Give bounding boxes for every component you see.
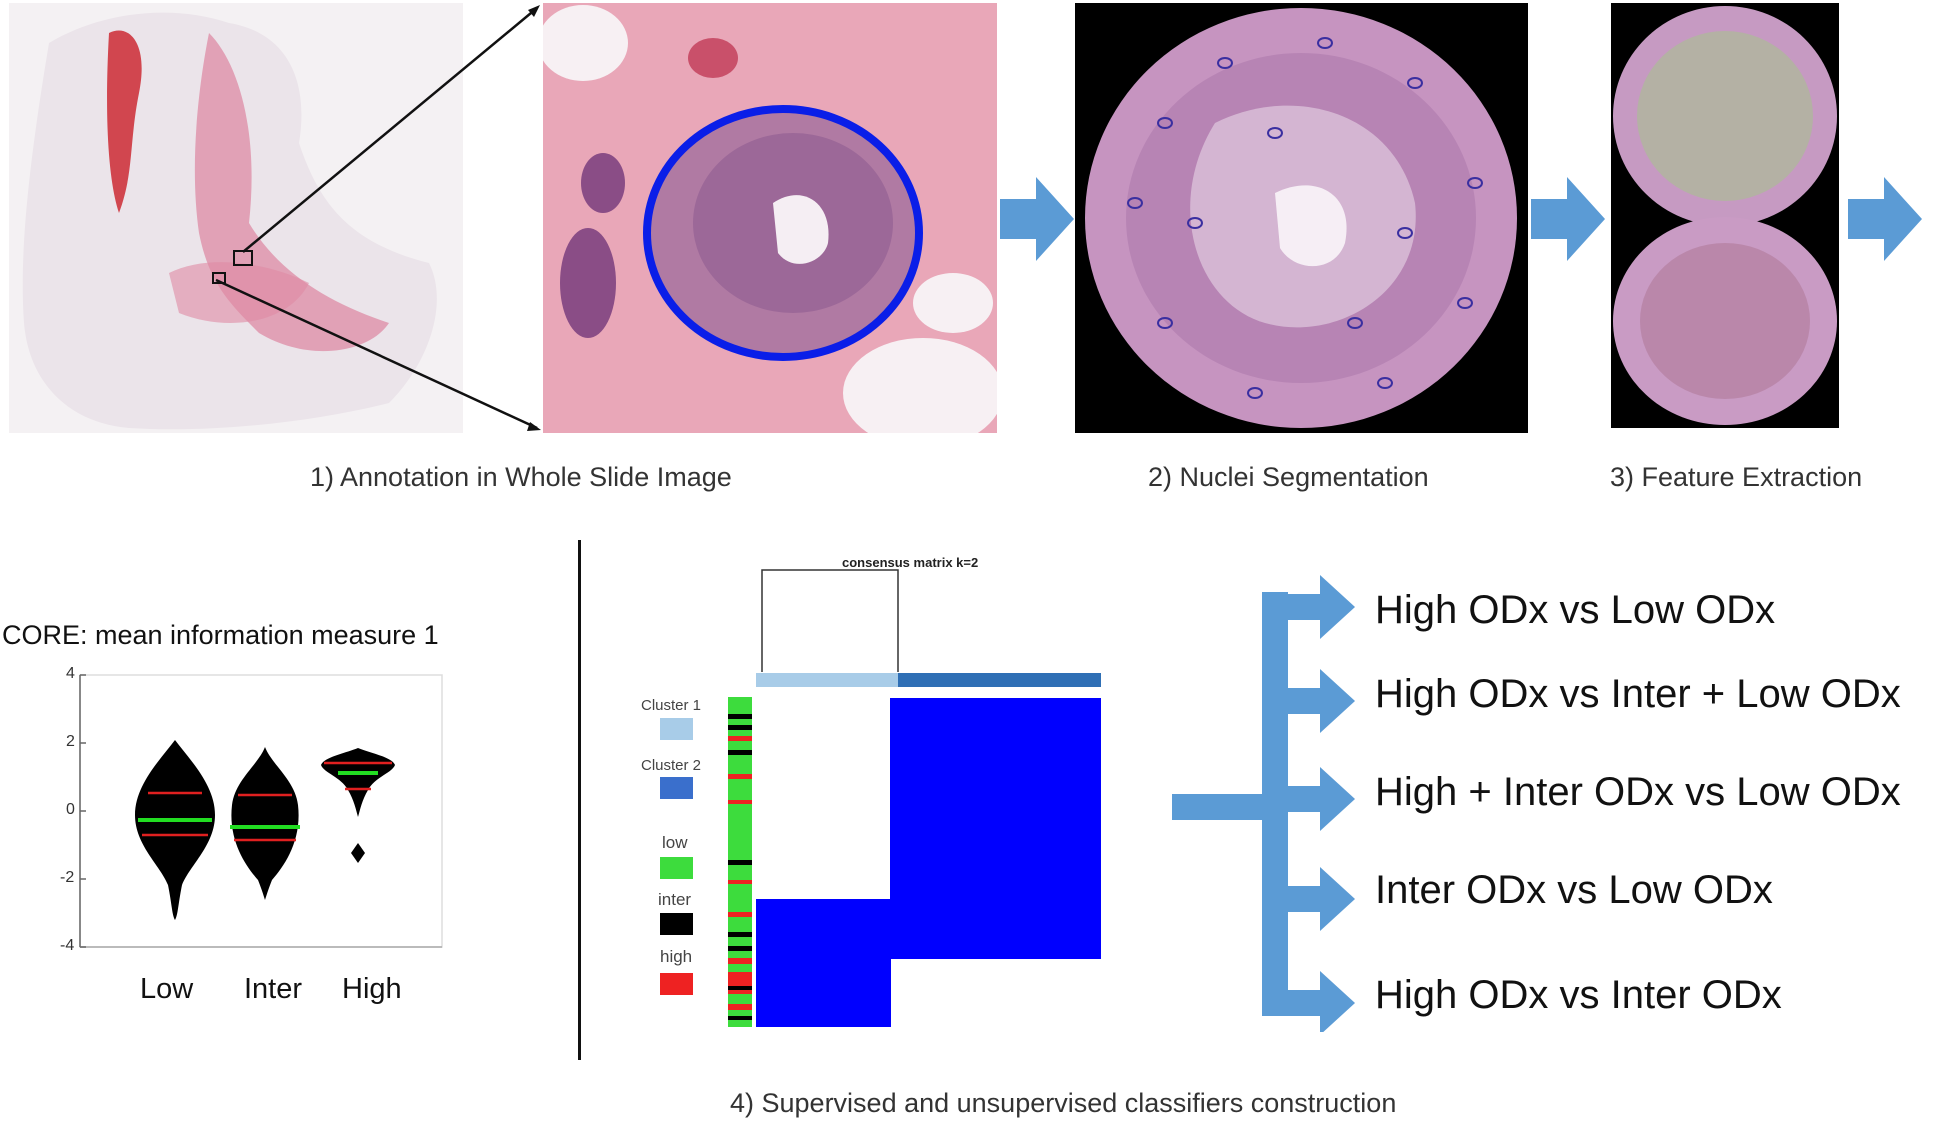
nuclei-segmentation-image: [1075, 3, 1528, 433]
violin-low: [135, 740, 215, 920]
caption-feature-extraction: 3) Feature Extraction: [1610, 462, 1863, 492]
caption-nuclei-segmentation: 2) Nuclei Segmentation: [1148, 462, 1429, 492]
comparison-label-4: Inter ODx vs Low ODx: [1375, 868, 1773, 912]
cluster-bar-2: [898, 673, 1101, 687]
matrix-block-upper: [890, 698, 1101, 959]
y-tick-label: -2: [60, 869, 75, 886]
violin-title: CORE: mean information measure 1: [2, 620, 439, 650]
comparison-label-5: High ODx vs Inter ODx: [1375, 973, 1782, 1017]
cluster-bar-1: [756, 673, 898, 687]
step-arrow-2: [1531, 177, 1605, 261]
dendrogram: [761, 569, 899, 672]
consensus-title: consensus matrix k=2: [842, 555, 979, 570]
caption-annotation: 1) Annotation in Whole Slide Image: [310, 462, 732, 492]
y-ticks: [80, 674, 86, 948]
y-tick-label: -4: [60, 937, 75, 954]
comparison-label-2: High ODx vs Inter + Low ODx: [1375, 672, 1901, 716]
comparison-branch-arrows: [1172, 575, 1355, 1032]
legend-low-swatch: [660, 857, 693, 879]
category-label-low: Low: [140, 973, 194, 1005]
whole-slide-image: [9, 3, 463, 433]
section-divider: [578, 540, 581, 1060]
comparison-label-3: High + Inter ODx vs Low ODx: [1375, 770, 1901, 814]
legend-cluster1-swatch: [660, 718, 693, 740]
category-label-high: High: [342, 973, 402, 1005]
annotated-tissue-zoom: [543, 3, 997, 433]
comparison-label-1: High ODx vs Low ODx: [1375, 588, 1776, 632]
consensus-matrix: [728, 569, 1101, 1027]
caption-classifiers: 4) Supervised and unsupervised classifie…: [730, 1088, 1397, 1118]
y-tick-label: 4: [66, 665, 75, 682]
category-label-inter: Inter: [244, 973, 303, 1005]
legend-cluster2-label: Cluster 2: [641, 757, 702, 774]
feature-extraction-image: [1611, 3, 1839, 428]
legend-inter-label: inter: [658, 890, 692, 909]
step-arrow-3: [1848, 177, 1922, 261]
violin-plot: [79, 674, 443, 948]
zoom-connector-lines: [215, 5, 541, 431]
legend-high-label: high: [660, 947, 693, 966]
legend-low-label: low: [662, 833, 688, 852]
violin-high-outlier: [351, 843, 365, 863]
matrix-block-lower: [756, 899, 891, 1027]
step-arrow-1: [1000, 177, 1074, 261]
y-tick-label: 0: [66, 801, 75, 818]
legend-high-swatch: [660, 973, 693, 995]
legend-inter-swatch: [660, 913, 693, 935]
legend-cluster2-swatch: [660, 777, 693, 799]
violin-inter: [231, 747, 299, 900]
y-tick-label: 2: [66, 733, 75, 750]
violin-high: [321, 748, 395, 817]
label-strip-marks: [728, 714, 752, 1020]
legend-cluster1-label: Cluster 1: [641, 697, 702, 714]
